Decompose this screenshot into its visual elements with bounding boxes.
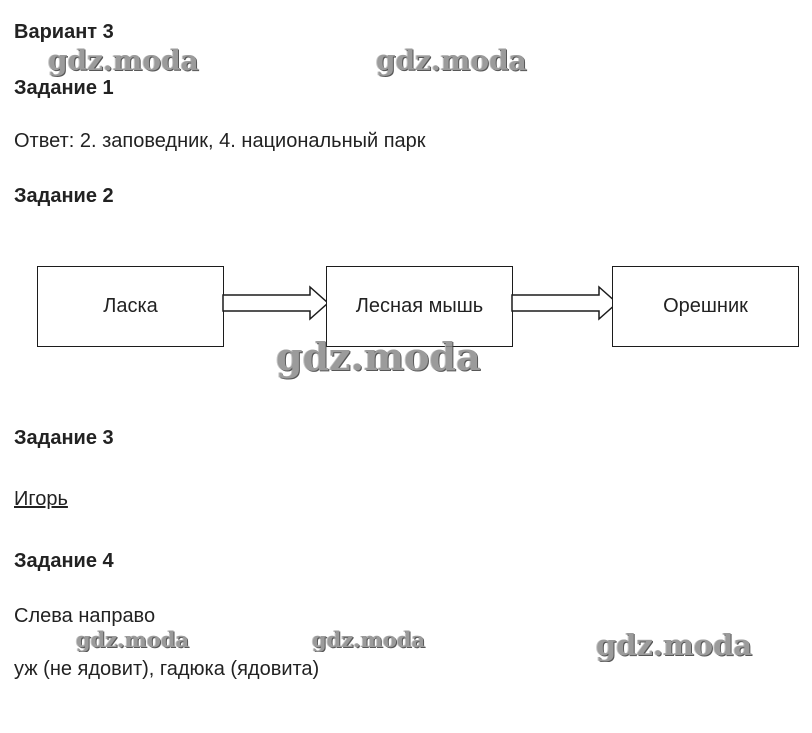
food-chain-box-hazel: Орешник xyxy=(612,266,799,347)
food-chain-box-weasel: Ласка xyxy=(37,266,224,347)
task3-answer: Игорь xyxy=(14,488,68,510)
food-chain-label-weasel: Ласка xyxy=(103,295,158,317)
task2-title: Задание 2 xyxy=(14,185,114,207)
food-chain-arrow-1 xyxy=(222,285,330,321)
task1-title: Задание 1 xyxy=(14,77,114,99)
food-chain-label-wood-mouse: Лесная мышь xyxy=(355,295,484,317)
task3-title: Задание 3 xyxy=(14,427,114,449)
watermark-logo: gdz.moda xyxy=(376,44,527,77)
food-chain-arrow-2 xyxy=(511,285,619,321)
watermark-logo: gdz.moda xyxy=(312,627,426,652)
task4-line1: Слева направо xyxy=(14,605,156,627)
watermark-logo: gdz.moda xyxy=(48,44,199,77)
watermark-logo: gdz.moda xyxy=(276,334,481,379)
task4-title: Задание 4 xyxy=(14,550,114,572)
task1-answer: Ответ: 2. заповедник, 4. национальный па… xyxy=(14,130,426,152)
variant-title: Вариант 3 xyxy=(14,21,114,43)
food-chain-box-wood-mouse: Лесная мышь xyxy=(326,266,513,347)
task4-line2: уж (не ядовит), гадюка (ядовита) xyxy=(14,658,320,680)
watermark-logo: gdz.moda xyxy=(596,628,753,662)
food-chain-label-hazel: Орешник xyxy=(663,295,748,317)
watermark-logo: gdz.moda xyxy=(76,627,190,652)
